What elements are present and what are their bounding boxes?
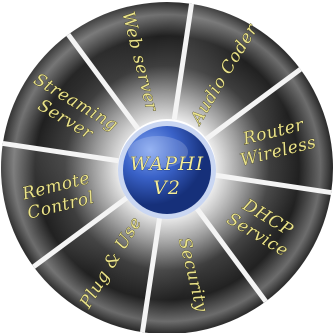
hub-title: WAPHI [130,153,204,175]
hub-version: V2 [153,177,181,199]
hub-button[interactable]: WAPHI V2 [118,121,216,219]
